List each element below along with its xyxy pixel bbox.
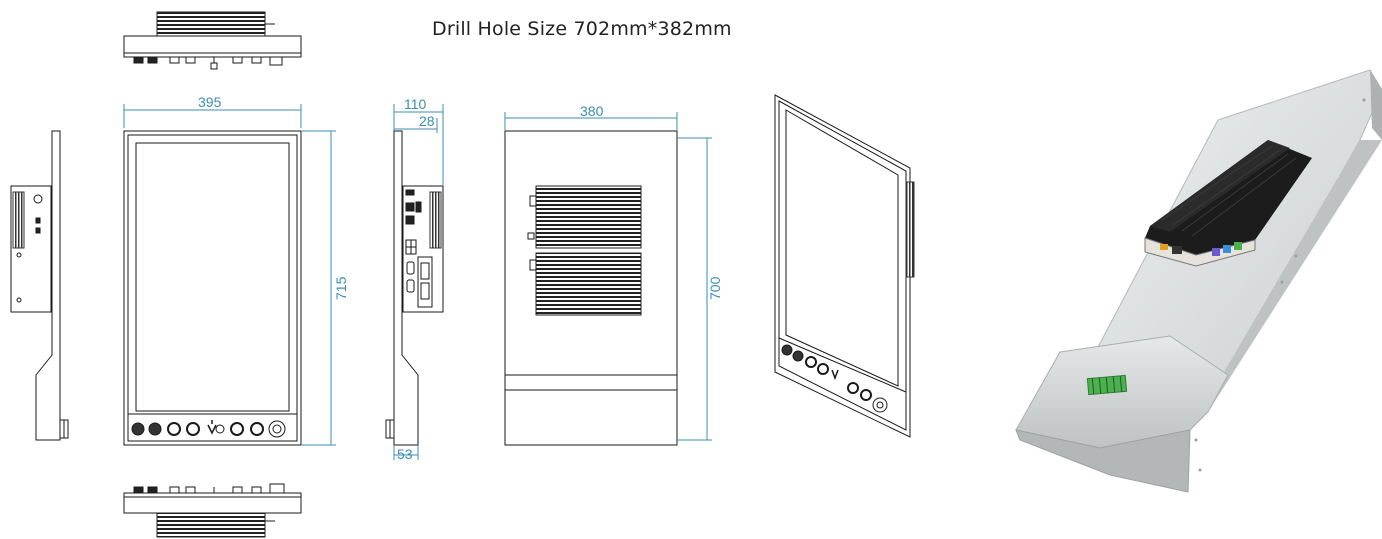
bottom-view (123, 483, 302, 538)
front-view (123, 130, 302, 446)
perspective-connectors (781, 344, 888, 413)
rear-width-label: 380 (580, 103, 604, 119)
top-view (123, 11, 302, 70)
perspective-line-drawing (774, 94, 915, 438)
rear-3d-render (1015, 69, 1382, 493)
drill-hole-size-title: Drill Hole Size 702mm*382mm (432, 18, 732, 40)
front-width-dimension (123, 104, 302, 128)
rear-height-label: 700 (707, 276, 723, 300)
rear-height-dimension (677, 137, 712, 441)
side-bottom-label: 53 (397, 446, 413, 462)
rear-view (504, 130, 678, 446)
front-height-label: 715 (333, 276, 349, 300)
rear-width-dimension (504, 112, 678, 131)
front-height-dimension (301, 130, 336, 446)
side-depth-total-label: 110 (404, 96, 427, 112)
side-depth-dimensions (393, 104, 444, 460)
front-width-label: 395 (198, 94, 222, 110)
left-side-view (10, 130, 69, 441)
right-side-view (385, 130, 444, 446)
side-depth-panel-label: 28 (419, 113, 435, 129)
front-connector-row (131, 420, 286, 438)
